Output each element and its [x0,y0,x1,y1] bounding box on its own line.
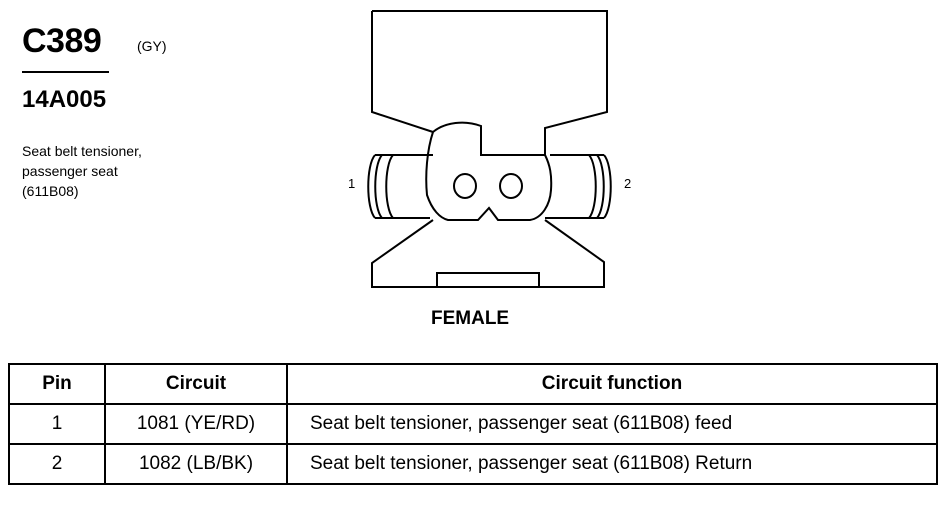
connector-terminal-body [425,121,553,221]
header-circuit-function: Circuit function [286,363,938,405]
cell-circuit: 1082 (LB/BK) [104,443,288,485]
table-row: 2 1082 (LB/BK) Seat belt tensioner, pass… [8,443,938,485]
header-pin: Pin [8,363,106,405]
description-line: Seat belt tensioner, [22,143,142,159]
connector-band [375,154,604,219]
right-end-cap [588,154,612,219]
color-code: (GY) [137,38,167,54]
connector-id: C389 [22,22,102,60]
description-line: (611B08) [22,183,79,199]
connector-bottom-housing [371,219,605,288]
cell-pin: 2 [8,443,106,485]
cell-circuit: 1081 (YE/RD) [104,403,288,445]
pin-label-2: 2 [624,176,632,191]
part-number: 14A005 [22,86,107,113]
left-end-cap [367,154,394,219]
cell-function: Seat belt tensioner, passenger seat (611… [286,443,938,485]
title-underline [22,71,109,73]
pin-hole-1 [453,173,477,199]
table-header-row: Pin Circuit Circuit function [8,363,938,405]
connector-face-diagram [367,10,612,288]
cell-function: Seat belt tensioner, passenger seat (611… [286,403,938,445]
connector-description: Seat belt tensioner, passenger seat (611… [22,141,142,201]
cell-pin: 1 [8,403,106,445]
connector-top-housing [371,10,608,155]
description-line: passenger seat [22,163,118,179]
pin-label-1: 1 [348,176,356,191]
pin-hole-2 [499,173,523,199]
view-label: FEMALE [431,308,510,329]
pinout-table: Pin Circuit Circuit function 1 1081 (YE/… [8,363,938,485]
table-row: 1 1081 (YE/RD) Seat belt tensioner, pass… [8,403,938,445]
header-circuit: Circuit [104,363,288,405]
latch-window [436,272,540,288]
